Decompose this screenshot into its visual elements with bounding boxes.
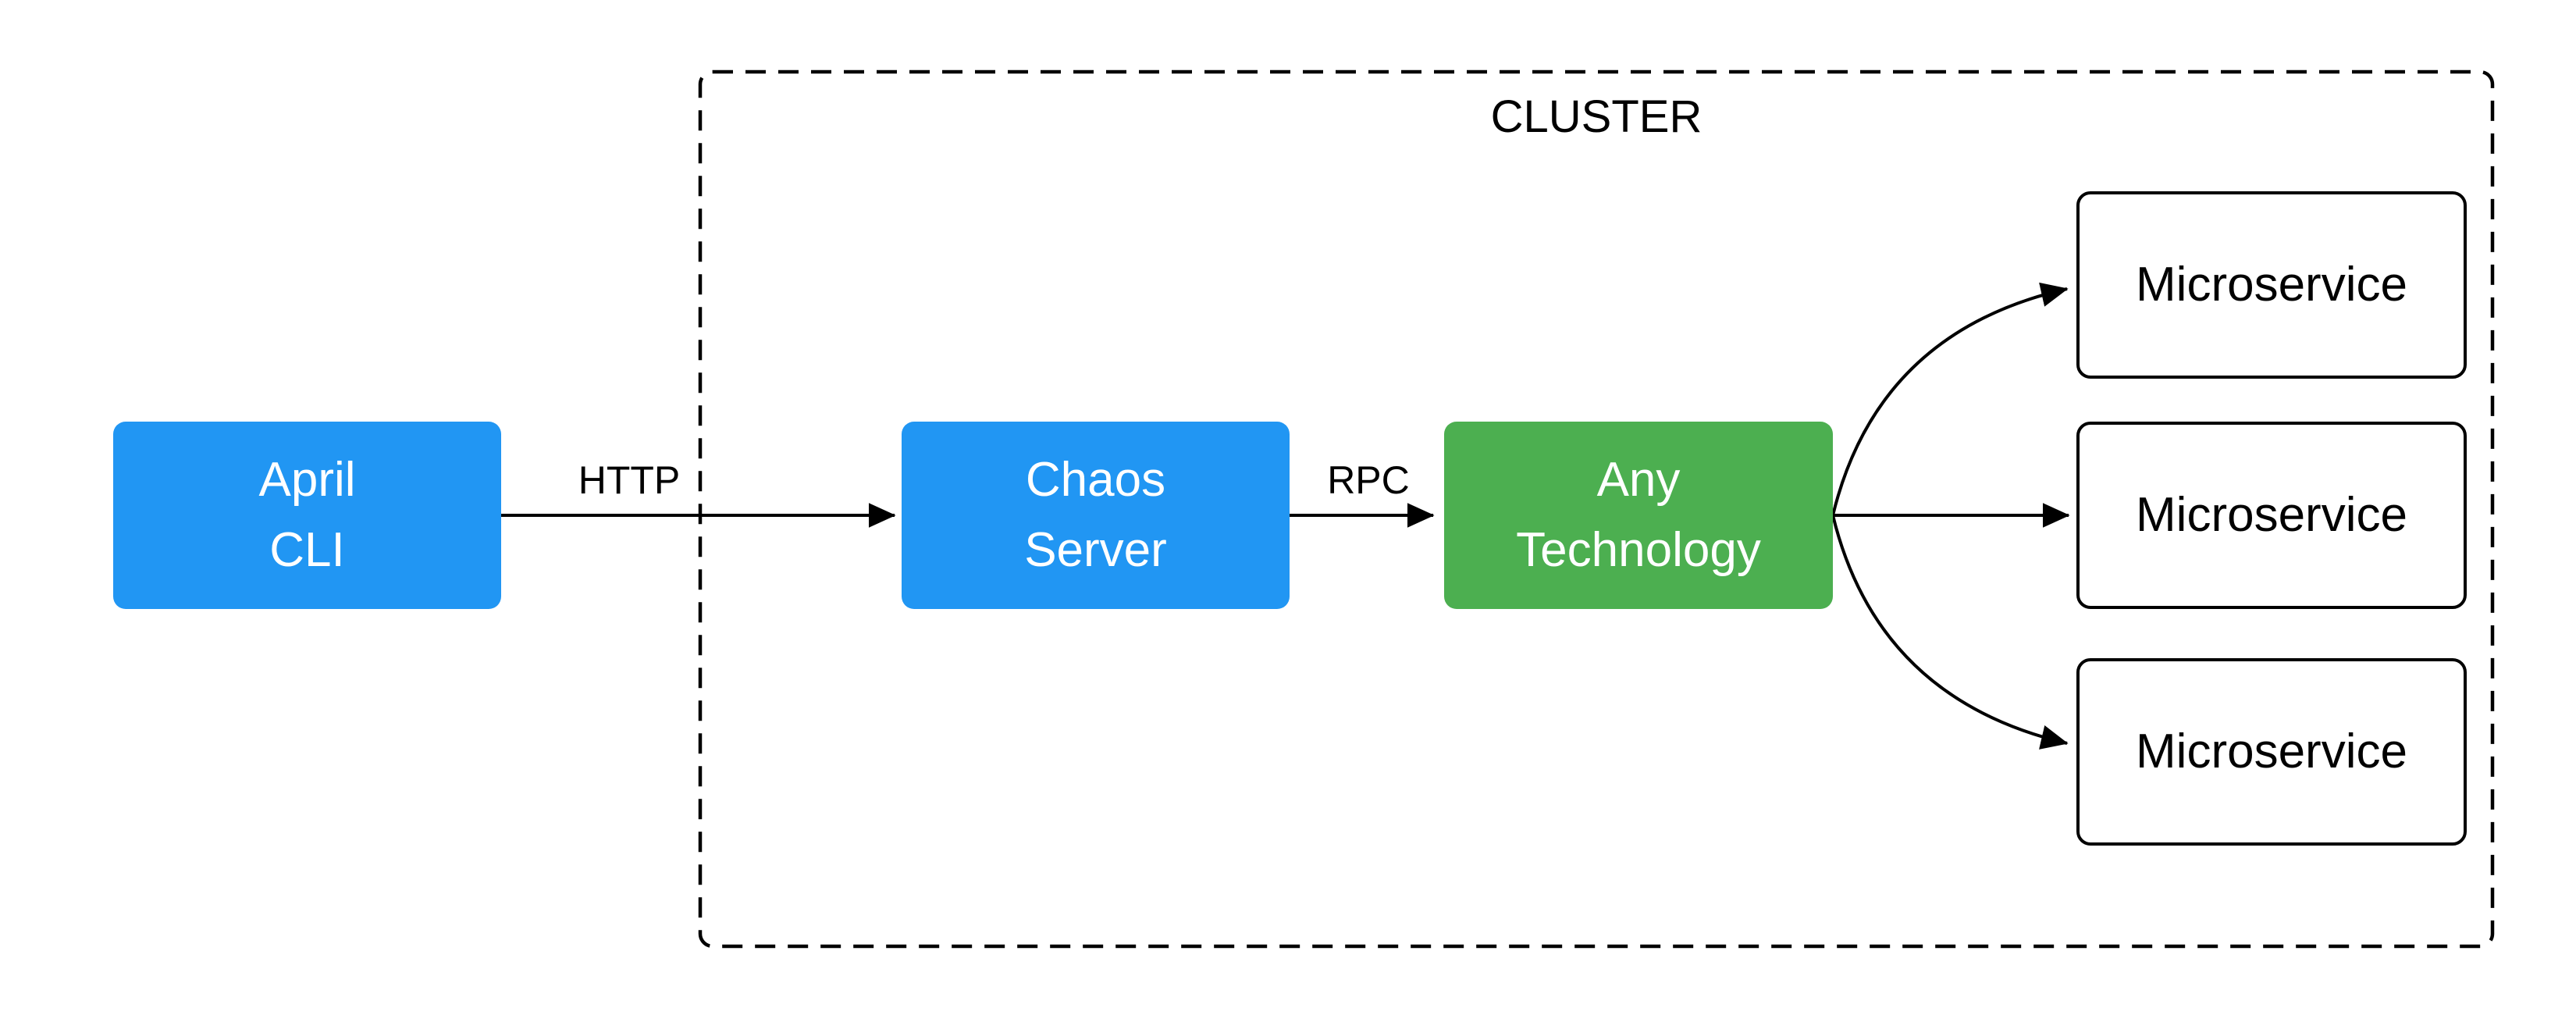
node-microservice-3: Microservice [2076,658,2467,846]
node-any-technology-line1: Any [1596,453,1681,508]
node-any-technology: Any Technology [1444,422,1833,609]
cluster-boundary [698,69,2495,949]
node-april-cli-line1: April [258,453,356,508]
node-microservice-2: Microservice [2076,422,2467,609]
node-microservice-1-label: Microservice [2136,258,2407,312]
node-chaos-server-line2: Server [1024,523,1167,577]
fan-arrow-top [1831,282,2069,516]
node-microservice-2-label: Microservice [2136,488,2407,543]
edge-label-rpc: RPC [1327,458,1410,502]
node-april-cli-line2: CLI [269,523,345,577]
node-microservice-3-label: Microservice [2136,725,2407,779]
edge-label-http: HTTP [578,458,681,502]
cluster-label: CLUSTER [1490,91,1703,142]
fan-arrow-bottom [1831,515,2069,750]
node-microservice-1: Microservice [2076,191,2467,379]
node-chaos-server: Chaos Server [902,422,1290,609]
node-chaos-server-line1: Chaos [1025,453,1166,508]
node-april-cli: April CLI [113,422,501,609]
node-any-technology-line2: Technology [1516,523,1761,577]
